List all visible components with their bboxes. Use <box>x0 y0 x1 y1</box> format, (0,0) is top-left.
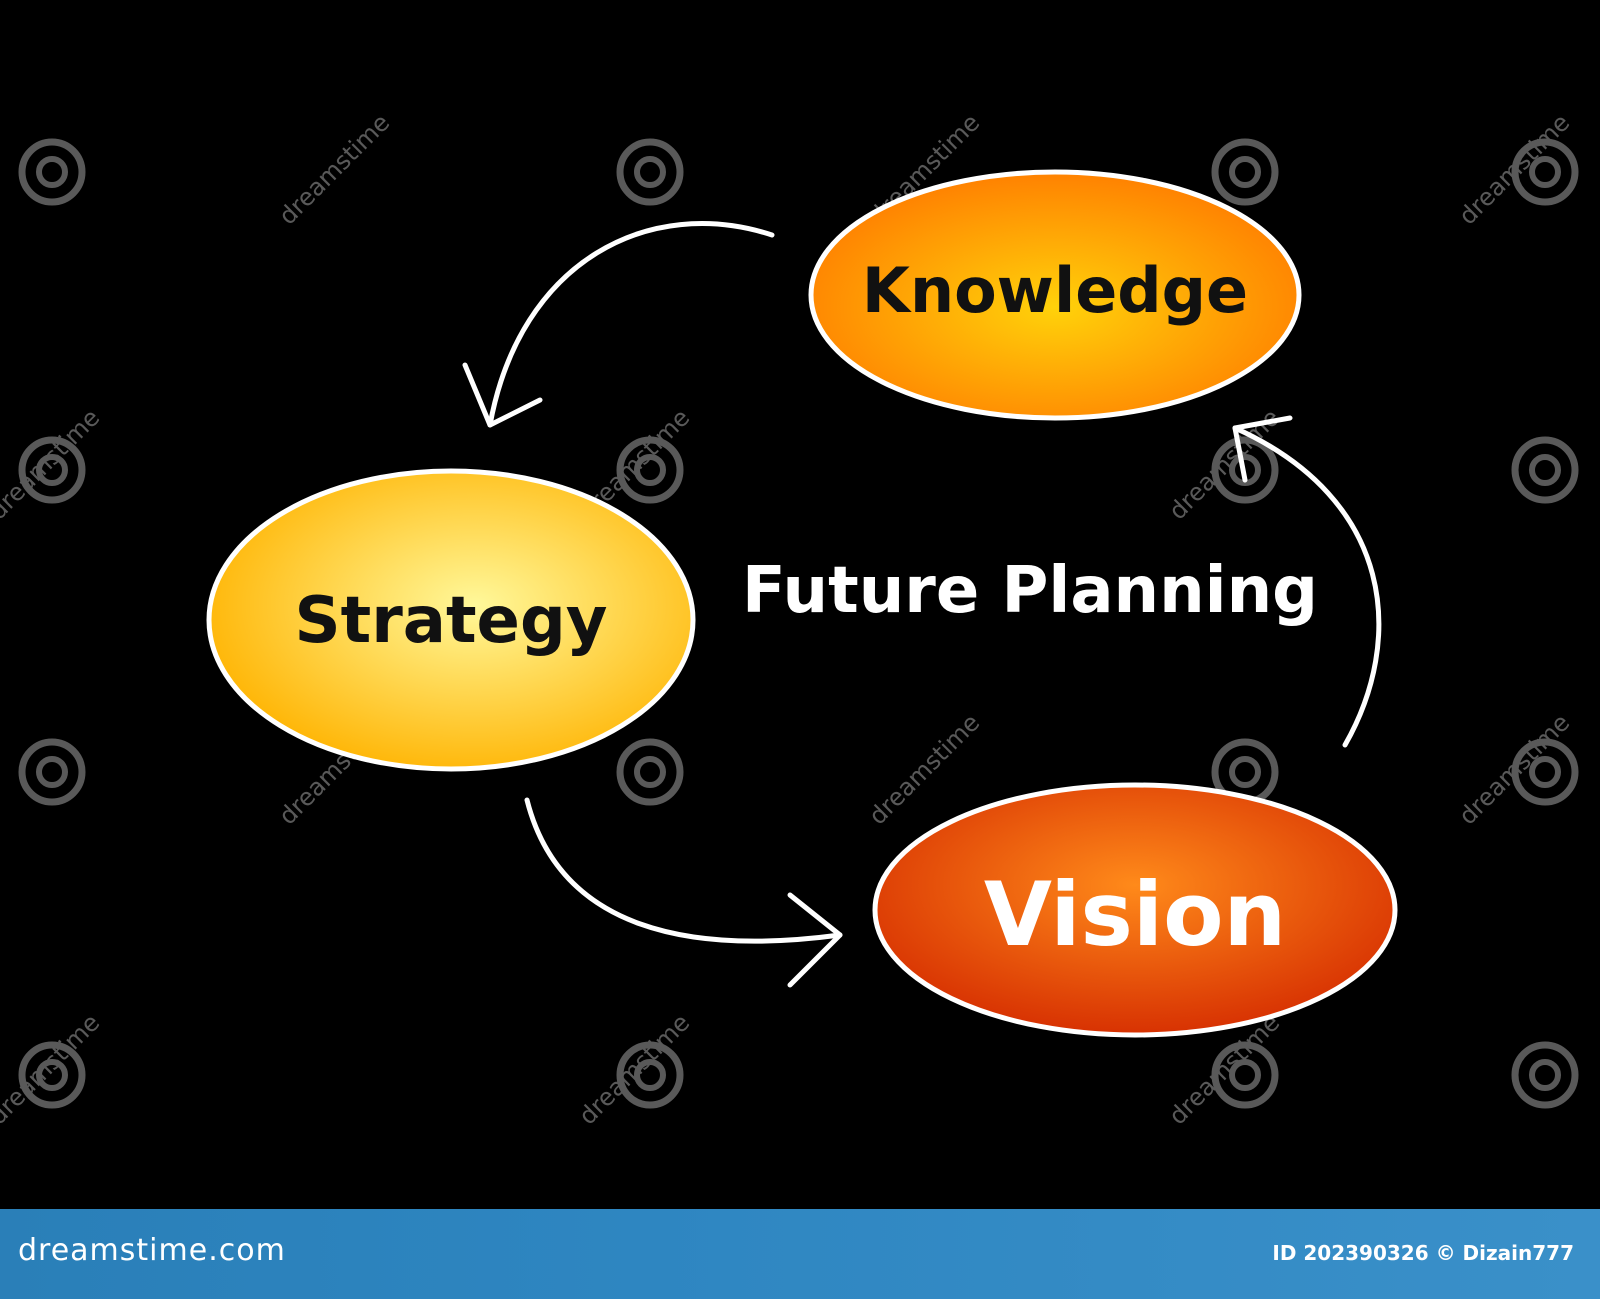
watermark-spiral-icon <box>1211 436 1279 504</box>
watermark-spiral-icon <box>18 138 86 206</box>
watermark-text: dreamstime <box>0 403 105 525</box>
node-knowledge-ellipse <box>808 169 1302 421</box>
node-vision-ellipse <box>872 782 1398 1038</box>
watermark-spiral-icon <box>18 1041 86 1109</box>
node-knowledge: Knowledge <box>808 169 1302 421</box>
footer-site-link[interactable]: dreamstime.com <box>18 1233 286 1268</box>
node-strategy-ellipse <box>206 468 696 772</box>
edge-vision-to-knowledge <box>1232 415 1382 748</box>
watermark-spiral-icon <box>18 436 86 504</box>
watermark-spiral-icon <box>616 1041 684 1109</box>
watermark-spiral-icon <box>616 436 684 504</box>
watermark-spiral-icon <box>1211 1041 1279 1109</box>
footer-credit: ID 202390326 © Dizain777 <box>1272 1241 1574 1265</box>
watermark-spiral-icon <box>18 738 86 806</box>
edge-strategy-to-vision <box>524 797 843 988</box>
watermark-spiral-icon <box>1511 138 1579 206</box>
footer-bar: dreamstime.com ID 202390326 © Dizain777 <box>0 1209 1600 1299</box>
watermark-spiral-icon <box>616 138 684 206</box>
center-label: Future Planning <box>742 554 1318 628</box>
node-vision-label: Vision <box>984 863 1286 966</box>
node-vision: Vision <box>872 782 1398 1038</box>
watermark-spiral-icon <box>1211 138 1279 206</box>
node-strategy-label: Strategy <box>295 584 608 658</box>
node-strategy: Strategy <box>206 468 696 772</box>
watermark-text: dreamstime <box>273 108 395 230</box>
edge-knowledge-to-strategy <box>462 221 775 428</box>
node-knowledge-label: Knowledge <box>862 254 1248 327</box>
watermark-spiral-icon <box>1511 1041 1579 1109</box>
watermark-text: dreamstime <box>0 1008 105 1130</box>
watermark-spiral-icon <box>1511 436 1579 504</box>
watermark-spiral-icon <box>616 738 684 806</box>
watermark-spiral-icon <box>1511 738 1579 806</box>
